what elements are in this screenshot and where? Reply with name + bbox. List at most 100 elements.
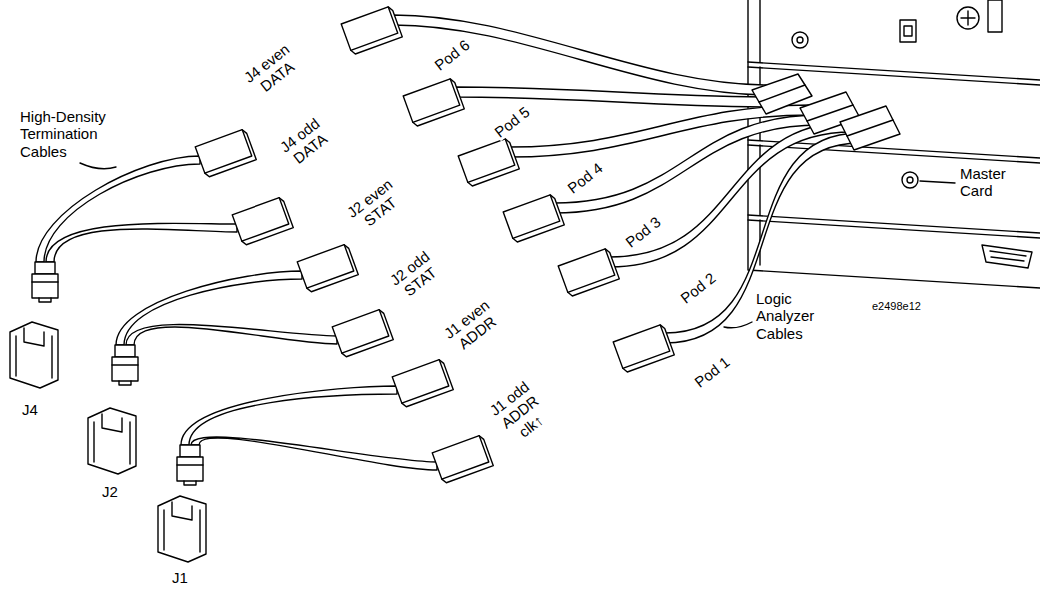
connector-body bbox=[432, 436, 489, 479]
panel-switch bbox=[904, 26, 912, 36]
ribbon-cable bbox=[665, 133, 860, 343]
connector-depth bbox=[458, 138, 519, 187]
card-connectors bbox=[752, 74, 900, 150]
socket-body bbox=[10, 322, 58, 388]
card-connector bbox=[847, 120, 893, 136]
card-divider bbox=[748, 220, 1040, 238]
plug-body bbox=[112, 357, 138, 381]
connector-body bbox=[297, 245, 354, 288]
leader-line bbox=[920, 181, 955, 183]
pod-connector bbox=[558, 248, 619, 297]
target-socket bbox=[10, 322, 58, 388]
pod-connector bbox=[403, 78, 464, 127]
card-connector bbox=[840, 106, 900, 150]
connector-depth bbox=[332, 309, 393, 358]
figure-id: e2498e12 bbox=[872, 300, 921, 313]
panel-bracket bbox=[988, 0, 1002, 32]
termination-pod-label: J1 odd ADDR clk↑ bbox=[480, 373, 559, 451]
connector-body bbox=[403, 79, 460, 122]
termination-pod-label: J2 odd STAT bbox=[381, 243, 450, 307]
termination-connector bbox=[297, 244, 358, 293]
panel-knob bbox=[797, 37, 803, 43]
panel-jack bbox=[957, 7, 979, 29]
connector-depth bbox=[432, 435, 493, 484]
connector-depth bbox=[558, 248, 619, 297]
callout-label: Master Card bbox=[960, 165, 1022, 200]
connector-body bbox=[332, 310, 389, 353]
socket-detail bbox=[164, 502, 200, 552]
plug-detail bbox=[112, 365, 138, 385]
connector-body bbox=[613, 325, 670, 368]
connector-depth bbox=[297, 244, 358, 293]
plug-relief bbox=[115, 345, 135, 357]
termination-connector bbox=[195, 129, 256, 178]
pod-label: Pod 6 bbox=[430, 36, 473, 75]
termination-plug bbox=[112, 345, 138, 385]
termination-plug bbox=[177, 445, 203, 485]
plug-detail bbox=[32, 282, 58, 302]
plug-relief bbox=[35, 262, 55, 274]
ribbon-cable bbox=[126, 325, 337, 345]
master-card-knob bbox=[902, 172, 918, 188]
termination-plug bbox=[32, 262, 58, 302]
card-divider bbox=[748, 145, 1040, 163]
connector-depth bbox=[232, 197, 293, 246]
target-socket bbox=[88, 408, 136, 474]
termination-pod-label: J1 even ADDR bbox=[438, 294, 507, 358]
socket-detail bbox=[16, 328, 52, 378]
ribbon-cable bbox=[191, 437, 437, 470]
jack-label: J2 bbox=[101, 483, 119, 500]
pod-connector bbox=[341, 6, 402, 55]
callout-label: High-Density Termination Cables bbox=[20, 108, 120, 160]
connector-depth bbox=[503, 194, 564, 243]
ribbon-cable bbox=[181, 386, 397, 445]
card-divider bbox=[748, 215, 1040, 233]
connector-body bbox=[558, 249, 615, 292]
logic-analyzer-cables bbox=[393, 15, 860, 343]
termination-connector bbox=[332, 309, 393, 358]
connector-body bbox=[232, 198, 289, 241]
plug-detail bbox=[177, 465, 203, 485]
plug-body bbox=[32, 274, 58, 298]
connector-body bbox=[341, 7, 398, 50]
termination-pod-label: J2 even STAT bbox=[341, 173, 410, 237]
panel-knob bbox=[792, 32, 808, 48]
pod-connector bbox=[503, 194, 564, 243]
termination-connector bbox=[232, 197, 293, 246]
pod-label: Pod 5 bbox=[490, 103, 533, 142]
pod-connector bbox=[458, 138, 519, 187]
card-connector bbox=[807, 105, 853, 121]
card-connector bbox=[759, 85, 805, 102]
connector-depth bbox=[613, 324, 674, 373]
connector-body bbox=[458, 139, 515, 182]
pod-label: Pod 2 bbox=[676, 269, 719, 308]
jack-label: J4 bbox=[21, 401, 39, 418]
dsub-connector bbox=[990, 251, 1026, 261]
pod-label: Pod 4 bbox=[563, 159, 606, 198]
termination-pod-label: J4 even DATA bbox=[238, 38, 307, 102]
target-socket bbox=[158, 496, 206, 562]
socket-body bbox=[158, 496, 206, 562]
pod-label: Pod 3 bbox=[621, 213, 664, 252]
panel-jack bbox=[961, 11, 975, 25]
connector-depth bbox=[195, 129, 256, 178]
jack-label: J1 bbox=[171, 569, 189, 586]
connector-body bbox=[195, 130, 252, 173]
plug-body bbox=[177, 457, 203, 481]
connector-body bbox=[503, 195, 560, 238]
ribbon-cable bbox=[455, 87, 780, 107]
socket-detail bbox=[94, 414, 130, 464]
panel-switch bbox=[900, 20, 916, 42]
dsub-connector bbox=[982, 245, 1032, 268]
leader-line bbox=[724, 322, 752, 328]
connector-body bbox=[392, 360, 449, 403]
ribbon-cable bbox=[46, 223, 237, 262]
socket-body bbox=[88, 408, 136, 474]
callout-label: Logic Analyzer Cables bbox=[756, 290, 828, 342]
master-card-knob bbox=[907, 177, 913, 183]
connector-depth bbox=[392, 359, 453, 408]
plug-relief bbox=[180, 445, 200, 457]
